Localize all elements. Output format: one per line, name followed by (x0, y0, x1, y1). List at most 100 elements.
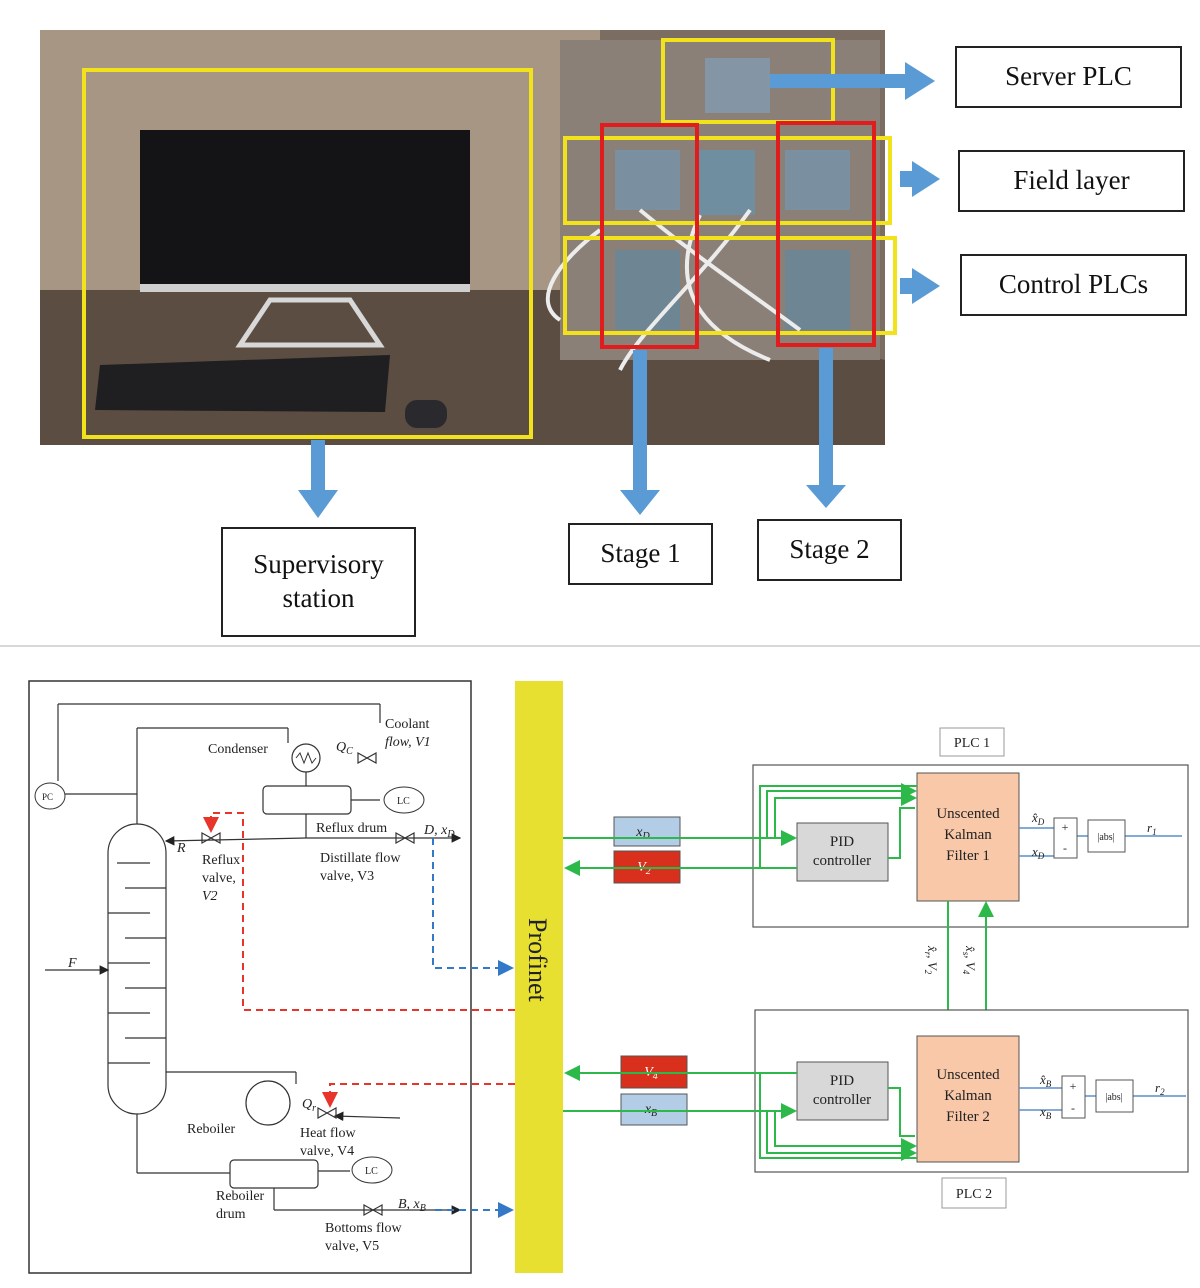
plc2-summing-junction (1061, 1075, 1086, 1119)
callout-arrows (298, 62, 940, 518)
distillate-stream-label: D, xD (423, 823, 455, 840)
heat-flow-valve-icon (317, 1106, 337, 1120)
heat-valve-label-1: Heat flow (300, 1126, 356, 1141)
pc-controller (34, 782, 66, 810)
distillation-column (107, 823, 167, 1115)
condenser-coil-icon (295, 751, 317, 765)
plc1-summing-junction (1053, 817, 1078, 859)
plc1-residual-lines (1019, 827, 1182, 857)
plc1-pid-controller (796, 822, 889, 882)
plc1-connections (563, 783, 917, 876)
plc2-ukf-label-2: Kalman (944, 1088, 992, 1104)
plc2-xb-signal-label: xB (644, 1102, 657, 1119)
exchange-down-label: x̂r, V2 (923, 945, 940, 975)
bottoms-valve-label-2: valve, V5 (325, 1239, 379, 1254)
monitor-bezel (140, 284, 470, 292)
control-plcs-label: Control PLCs (960, 254, 1187, 316)
plc1-xd-signal-label: xD (635, 825, 650, 842)
field-layer-label: Field layer (958, 150, 1185, 212)
plc2-connections (563, 1065, 917, 1161)
stage2-label: Stage 2 (757, 519, 902, 581)
lc-label-bottom: LC (365, 1166, 378, 1177)
plc2-xb-signal (620, 1093, 688, 1126)
field-device-1 (615, 150, 680, 210)
plc2-pid-label-2: controller (813, 1092, 871, 1108)
plc1-plus: + (1062, 820, 1069, 834)
arrow-field-layer (900, 171, 914, 187)
exchange-up-label: x̂s, V4 (961, 945, 978, 975)
plc1-ukf-label-1: Unscented (936, 806, 1000, 822)
plc2-ukf-label-3: Filter 2 (946, 1109, 990, 1125)
plc1-ukf-label-3: Filter 1 (946, 848, 990, 864)
plc2-abs-block (1095, 1079, 1134, 1113)
plc2-abs-label: |abs| (1105, 1092, 1122, 1103)
column-schematic-frame (28, 680, 472, 1274)
testbed-photo-panel: Server PLC Field layer Control PLCs Supe… (0, 0, 1200, 640)
heat-valve-command-link (322, 1083, 515, 1108)
plc1-pid-label-2: controller (813, 853, 871, 869)
plc1-title-box (939, 727, 1005, 757)
column-labels: Coolant flow, V1 Condenser QC PC LC LC R… (42, 717, 455, 1254)
supervisory-station-label: Supervisory station (221, 527, 416, 637)
lc-controller-top (383, 786, 425, 814)
stage2-highlight-box (776, 121, 876, 347)
bottoms-valve-label-1: Bottoms flow (325, 1221, 403, 1236)
server-plc-device (705, 58, 770, 113)
lc-label-top: LC (397, 796, 410, 807)
reflux-valve-label-3: V2 (202, 889, 218, 904)
control-plc-2 (785, 250, 850, 330)
pc-label: PC (42, 792, 53, 802)
plc2-residual-lines (1019, 1087, 1186, 1111)
heat-valve-label-2: valve, V4 (300, 1144, 354, 1159)
reboiler-drum-label-2: drum (216, 1207, 246, 1222)
plc1-minus: - (1063, 841, 1067, 855)
qr-label: Qr (302, 1097, 316, 1114)
plc2-pid-label-1: PID (830, 1073, 854, 1089)
reflux-drum (262, 785, 352, 815)
plc2-pid-controller (796, 1061, 889, 1121)
reboiler-drum-label-1: Reboiler (216, 1189, 265, 1204)
field-layer-highlight-box (563, 136, 892, 225)
plc2-residual-label: r2 (1155, 1080, 1165, 1097)
plc1-ukf (916, 772, 1020, 902)
testbed-photo (40, 30, 940, 518)
feed-label: F (67, 956, 77, 971)
network-switch (695, 150, 755, 215)
plc2-estimate-label: x̂B (1039, 1072, 1052, 1089)
bottoms-valve-icon (363, 1203, 383, 1217)
reboiler (245, 1080, 291, 1126)
cables (545, 208, 802, 371)
lc-controller-bottom (351, 1156, 393, 1184)
server-plc-label: Server PLC (955, 46, 1182, 108)
plc2-title-box (941, 1177, 1007, 1209)
control-architecture-diagram: Coolant flow, V1 Condenser QC PC LC LC R… (28, 680, 1189, 1274)
keyboard (95, 355, 390, 412)
reboiler-drum (229, 1159, 319, 1189)
plc2-ukf-label-1: Unscented (936, 1067, 1000, 1083)
valves (201, 751, 415, 1217)
distillate-valve-icon (395, 831, 415, 845)
plc1-abs-block (1087, 819, 1126, 853)
arrow-server-plc (770, 74, 910, 88)
reboiler-label: Reboiler (187, 1122, 236, 1137)
qc-label: QC (336, 740, 353, 757)
stage1-label: Stage 1 (568, 523, 713, 585)
plc1-measurement-label: xD (1031, 844, 1045, 861)
coolant-label-1: Coolant (385, 717, 429, 732)
reflux-drum-label: Reflux drum (316, 821, 387, 836)
column-process-lines (45, 703, 462, 1215)
arrow-stage2 (819, 348, 833, 490)
mouse (405, 400, 447, 428)
distillate-valve-label-2: valve, V3 (320, 869, 374, 884)
profinet-bus (515, 681, 563, 1273)
plc2-plus: + (1070, 1079, 1077, 1093)
stage1-highlight-box (600, 123, 699, 349)
reflux-valve-label-1: Reflux (202, 853, 240, 868)
plc2-measurement-label: xB (1039, 1104, 1052, 1121)
coolant-label-2: flow, V1 (385, 735, 431, 750)
plc1-ukf-label-2: Kalman (944, 827, 992, 843)
reflux-valve-icon (201, 831, 221, 845)
reflux-valve-label-2: valve, (202, 871, 236, 886)
plc1-estimate-label: x̂D (1031, 810, 1045, 827)
arrow-supervisory (311, 440, 325, 495)
